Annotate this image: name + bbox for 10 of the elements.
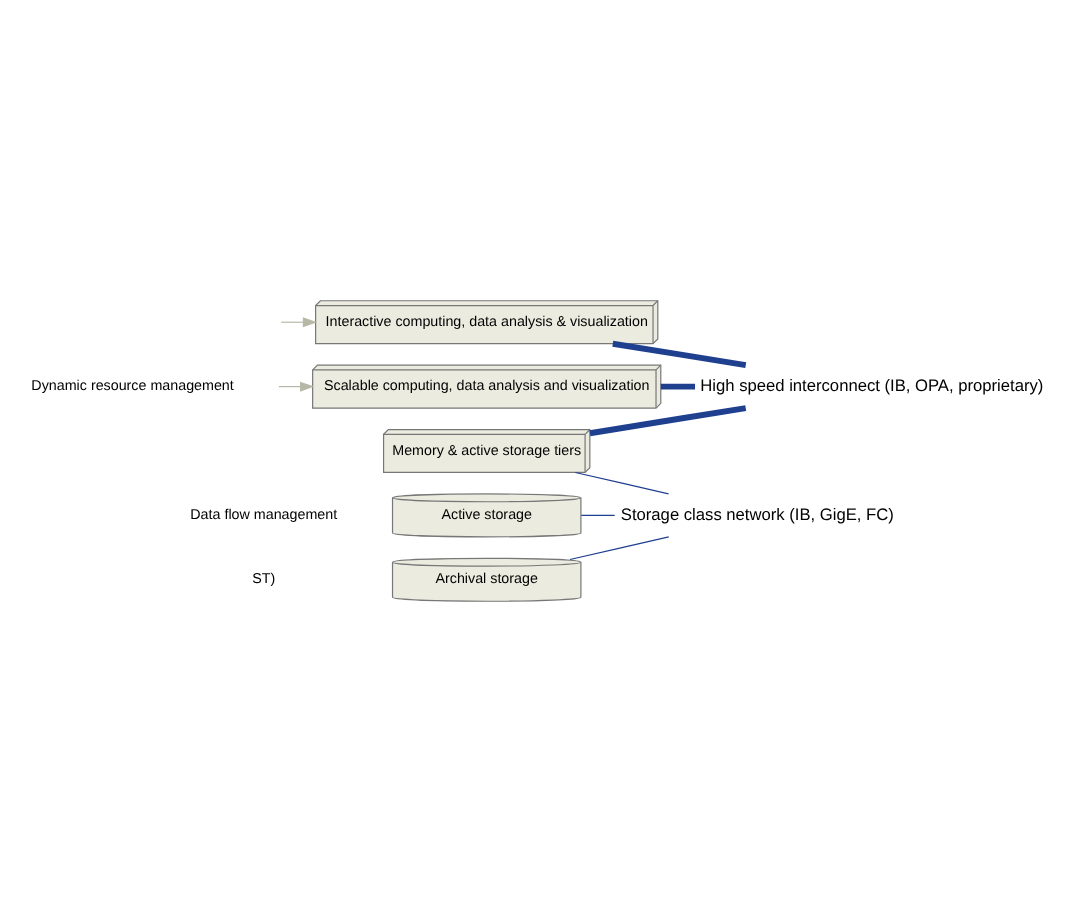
- arrow: [280, 317, 318, 328]
- connector: [569, 536, 670, 561]
- connector: [660, 383, 696, 390]
- node-text: High speed interconnect (IB, OPA, proprietary): [700, 375, 1044, 396]
- connector: [574, 471, 670, 495]
- arrow: [278, 381, 315, 392]
- node-text: Storage class network (IB, GigE, FC): [620, 503, 894, 524]
- connector: [612, 340, 747, 369]
- connector: [580, 514, 616, 516]
- connector: [589, 405, 747, 437]
